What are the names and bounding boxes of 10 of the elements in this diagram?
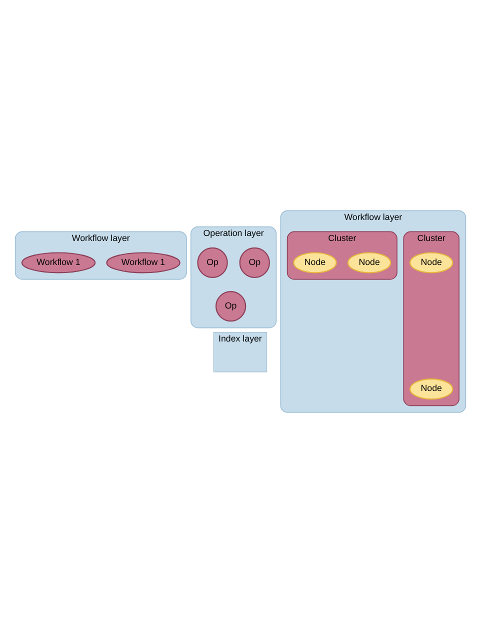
node-box: Index layer bbox=[213, 332, 268, 372]
node-ellipse: Workflow 1 bbox=[106, 252, 180, 274]
node-circle: Op bbox=[239, 247, 270, 278]
node-circle: Op bbox=[197, 247, 228, 278]
node-circle: Op bbox=[215, 290, 246, 322]
node-ellipse: Workflow 1 bbox=[21, 252, 96, 274]
node-ellipse: Node bbox=[409, 252, 454, 274]
node-ellipse: Node bbox=[347, 252, 392, 274]
node-ellipse: Node bbox=[293, 252, 337, 274]
node-ellipse: Node bbox=[409, 378, 454, 400]
